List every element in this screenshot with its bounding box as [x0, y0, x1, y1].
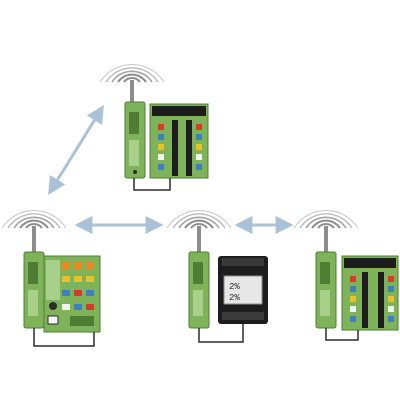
antenna	[32, 226, 36, 254]
radio-transceiver	[124, 101, 146, 179]
radio-signal-icon	[293, 210, 359, 229]
cable	[198, 324, 244, 343]
controller-io-block	[43, 255, 101, 333]
node-left	[1, 210, 101, 347]
radio-transceiver	[315, 251, 337, 329]
display-module: 2% 2%	[218, 256, 268, 324]
display-reading-2: 2%	[229, 293, 240, 303]
io-terminal-block	[341, 255, 399, 331]
node-right	[293, 210, 399, 341]
antenna	[197, 226, 201, 254]
link-left-top	[48, 104, 104, 196]
antenna	[130, 80, 134, 104]
radio-signal-icon	[99, 64, 165, 83]
node-top	[99, 64, 209, 191]
antenna	[324, 226, 328, 254]
radio-signal-icon	[166, 210, 232, 229]
io-terminal-block	[149, 103, 209, 179]
radio-transceiver	[23, 251, 45, 329]
radio-transceiver	[188, 251, 210, 329]
cable	[33, 328, 95, 347]
cable	[325, 328, 359, 341]
cable	[133, 178, 171, 191]
radio-signal-icon	[1, 210, 67, 229]
node-center: 2% 2%	[166, 210, 268, 343]
display-reading-1: 2%	[229, 282, 240, 292]
